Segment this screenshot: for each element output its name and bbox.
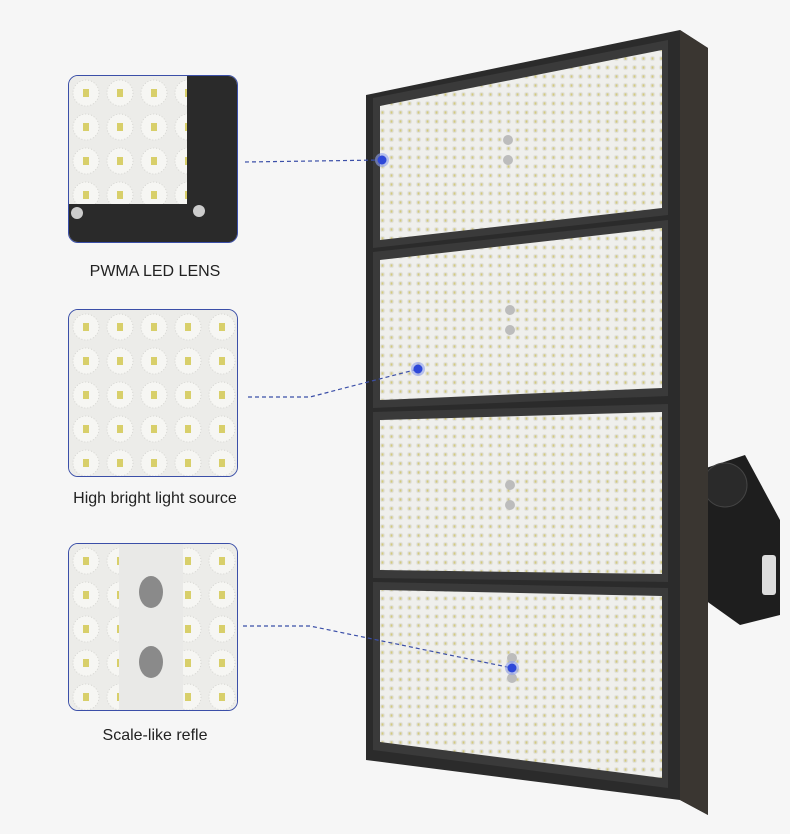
feature-label: PWMA LED LENS <box>89 263 221 280</box>
led-panel <box>373 404 668 582</box>
feature-label: High bright light source <box>73 490 237 507</box>
callout-lens-closeup <box>68 75 238 243</box>
callout-light-source-closeup <box>68 309 238 477</box>
feature-label: Scale-like refle <box>102 727 208 744</box>
marker-dots <box>375 153 519 675</box>
led-panel <box>373 582 668 788</box>
callout-connectors <box>243 159 513 669</box>
led-panel <box>373 40 668 248</box>
mounting-bracket <box>700 455 780 625</box>
led-panel <box>373 220 668 408</box>
callout-reflector-closeup <box>68 543 238 711</box>
